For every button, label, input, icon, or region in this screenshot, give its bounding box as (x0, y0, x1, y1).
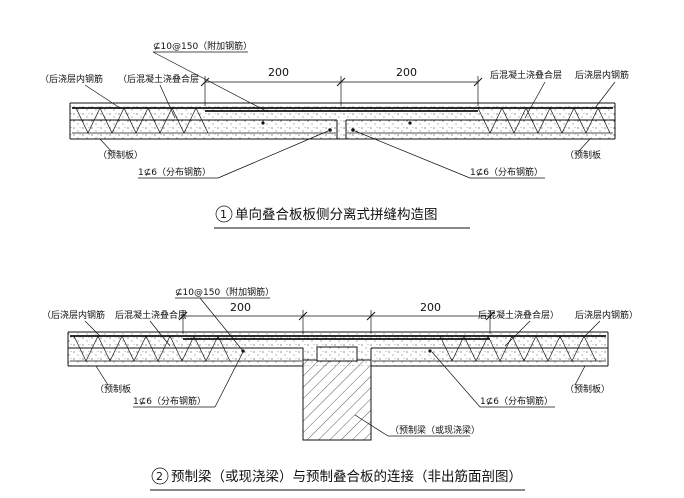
label-1-dist-left: 1⊈6（分布钢筋） (138, 166, 211, 178)
label-1-top-rebar: ⊈10@150（附加钢筋） (153, 40, 252, 52)
dim-2-left: 200 (230, 301, 251, 314)
label-1-left-outer: （后浇层内钢筋 (40, 73, 103, 85)
caption-1-title: 单向叠合板板侧分离式拼缝构造图 (235, 206, 438, 223)
diagram-2: 200 200 ⊈10@150（附加钢筋） （后浇层内钢筋 后混凝土浇叠合层 后… (42, 286, 638, 491)
joint-1-bars (261, 121, 412, 132)
label-2-right-inner: 后混凝土浇叠合层） (478, 309, 559, 321)
label-1-precast-left: （预制板） (98, 149, 143, 161)
label-1-precast-right: （预制板 (565, 149, 601, 161)
dim-1-left: 200 (268, 66, 289, 79)
dim-1-right: 200 (396, 66, 417, 79)
slab-1-outline (69, 102, 616, 140)
label-1-dist-right: 1⊈6（分布钢筋） (470, 166, 543, 178)
slab-2-outline (67, 331, 609, 367)
label-2-dist-right: 1⊈6（分布钢筋） (480, 395, 553, 407)
label-2-top-rebar: ⊈10@150（附加钢筋） (175, 286, 274, 298)
caption-1-number-circle (215, 205, 233, 223)
truss-1-left (75, 107, 209, 134)
caption-1-number: 1 (220, 208, 227, 221)
label-1-left-inner: （后混凝土浇叠合层 (118, 73, 199, 85)
label-1-right-outer: 后浇层内钢筋 (575, 69, 629, 81)
label-1-right-inner: 后混凝土浇叠合层 (490, 69, 562, 81)
caption-2-title: 预制梁（或现浇梁）与预制叠合板的连接（非出筋面剖图） (171, 468, 522, 485)
dim-2-right: 200 (420, 301, 441, 314)
diagram-1: 200 200 ⊈10@150（附加钢筋） （后浇层内钢筋 （后混凝土浇叠合层 … (40, 40, 629, 229)
caption-2-number: 2 (156, 470, 163, 483)
label-2-left-inner: 后混凝土浇叠合层 (115, 309, 187, 321)
truss-1-right (477, 107, 611, 134)
label-2-left-outer: （后浇层内钢筋 (42, 309, 105, 321)
dimension-2 (178, 310, 495, 334)
label-2-precast-right: （预制板） (565, 383, 610, 395)
label-2-precast-left: （预制板 (95, 383, 131, 395)
truss-2-left (73, 335, 231, 362)
label-2-beam: （预制梁（或现浇梁） (390, 424, 480, 436)
caption-2-number-circle (151, 467, 169, 485)
dimension-1 (200, 76, 483, 106)
label-2-right-outer: 后浇层内钢筋） (575, 309, 638, 321)
label-2-dist-left: 1⊈6（分布钢筋） (133, 395, 206, 407)
truss-2-right (439, 335, 597, 362)
